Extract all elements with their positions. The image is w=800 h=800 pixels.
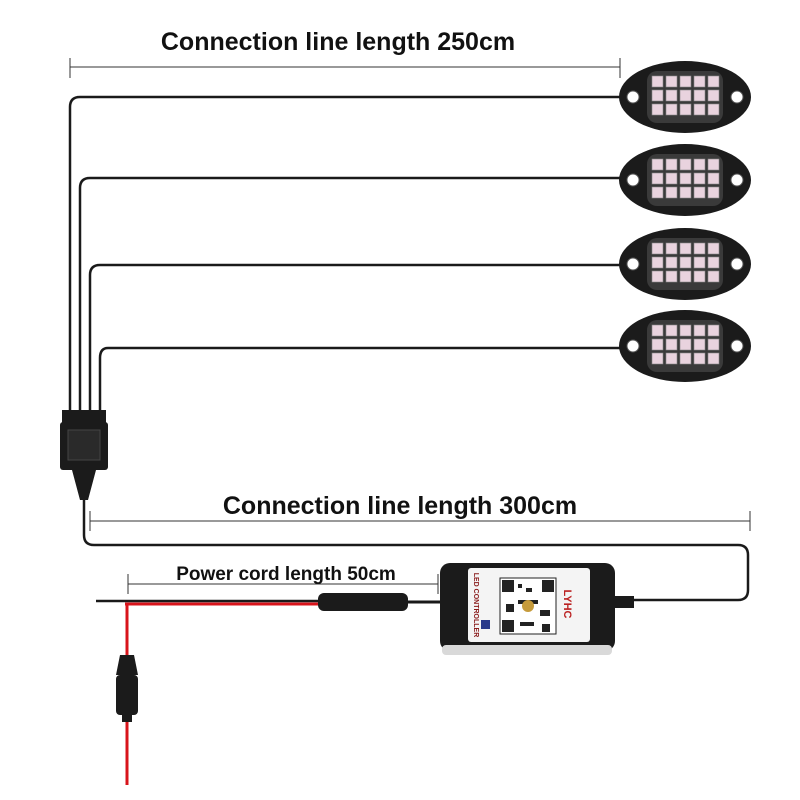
led-chip [707,338,720,351]
led-chip [693,158,706,171]
controller-logo: LYHC [561,590,573,619]
power-cord [96,593,442,785]
led-chip [679,324,692,337]
dimension-250cm [69,58,621,78]
led-chip [693,338,706,351]
led-controller-box: LED CONTROLLER LYHC [440,563,634,655]
main-cable [82,500,750,602]
led-chip [665,324,678,337]
led-chip [707,158,720,171]
led-chip [707,256,720,269]
mounting-hole [730,257,744,271]
led-chip [679,186,692,199]
led-chip [651,352,664,365]
led-chip [665,270,678,283]
led-chip [693,172,706,185]
led-chip [651,89,664,102]
led-chip [665,352,678,365]
label-250cm: Connection line length 250cm [161,28,515,56]
led-chip [693,256,706,269]
led-chip [693,75,706,88]
rock-light-pod [619,61,751,133]
rock-lights [619,61,751,382]
controller-label-text: LED CONTROLLER [472,573,479,638]
label-50cm: Power cord length 50cm [176,564,396,585]
led-chip [665,89,678,102]
mounting-hole [730,173,744,187]
led-chip [693,242,706,255]
led-chip [665,103,678,116]
led-chip [679,352,692,365]
mounting-hole [626,90,640,104]
led-chip [651,75,664,88]
led-chip [679,256,692,269]
label-300cm: Connection line length 300cm [223,492,577,520]
led-chip [707,75,720,88]
rock-light-pod [619,310,751,382]
led-chip [679,75,692,88]
led-chip [693,103,706,116]
led-chip [693,186,706,199]
led-chip [665,256,678,269]
led-chip [651,158,664,171]
led-chip [679,158,692,171]
led-chip [665,158,678,171]
led-chip [651,172,664,185]
led-chip [665,338,678,351]
led-chip [707,186,720,199]
led-chip [707,103,720,116]
splitter-junction [60,410,108,500]
led-chip [651,242,664,255]
led-chip [679,172,692,185]
led-chip [651,338,664,351]
power-connector [318,593,408,611]
led-chip [707,324,720,337]
led-chip [693,89,706,102]
led-chip [665,75,678,88]
led-chip [651,186,664,199]
led-chip [707,270,720,283]
dimension-300cm [89,511,751,531]
fuse-holder [116,655,138,722]
led-chip [679,338,692,351]
controller-badge-icon [481,620,490,629]
led-chip [665,172,678,185]
led-chip [679,242,692,255]
led-chip [707,89,720,102]
mounting-hole [730,339,744,353]
led-chip [707,172,720,185]
led-chip [693,270,706,283]
mounting-hole [626,257,640,271]
led-chip [707,242,720,255]
led-chip [693,324,706,337]
led-chip [693,352,706,365]
led-chip [651,324,664,337]
led-chip [707,352,720,365]
led-chip [679,89,692,102]
mounting-hole [730,90,744,104]
led-chip [679,270,692,283]
mounting-hole [626,339,640,353]
dimension-50cm [127,574,439,594]
led-chip [665,242,678,255]
led-chip [651,256,664,269]
led-chip [679,103,692,116]
mounting-hole [626,173,640,187]
led-chip [651,103,664,116]
rock-light-pod [619,228,751,300]
led-chip [665,186,678,199]
pod-wires [68,95,622,415]
rock-light-pod [619,144,751,216]
led-chip [651,270,664,283]
